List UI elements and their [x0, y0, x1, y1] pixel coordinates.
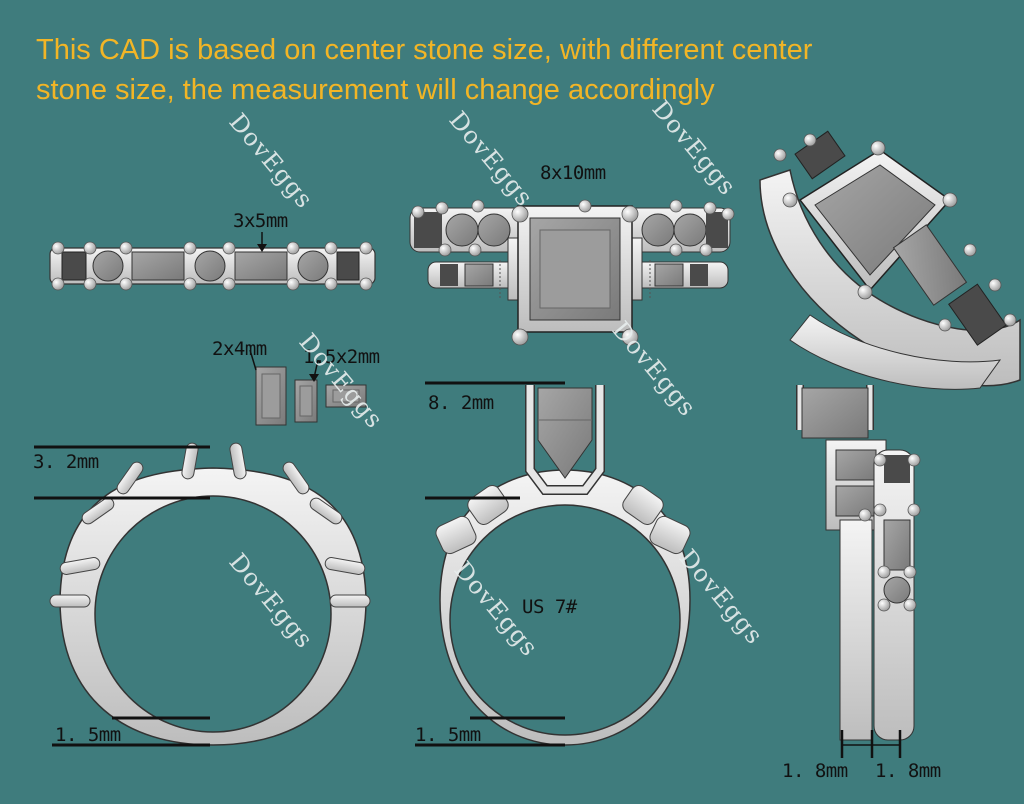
band-height-label: 3. 2mm — [33, 451, 99, 473]
band-top-view — [49, 232, 376, 291]
shank-left-width-label: 1. 8mm — [782, 760, 848, 782]
baguette-stones — [249, 349, 367, 426]
baguette-small-size-label: 1.5x2mm — [303, 346, 380, 368]
notice-text: This CAD is based on center stone size, … — [36, 30, 996, 110]
notice-line-1: This CAD is based on center stone size, … — [36, 34, 813, 66]
band-stone-size-label: 3x5mm — [233, 210, 288, 232]
ring-size-label: US 7# — [522, 596, 577, 618]
notice-line-2: stone size, the measurement will change … — [36, 74, 715, 106]
shank-right-width-label: 1. 8mm — [875, 760, 941, 782]
ring-side-view — [415, 381, 691, 747]
baguette-large-size-label: 2x4mm — [212, 338, 267, 360]
center-height-label: 8. 2mm — [428, 392, 494, 414]
band-width-left-label: 1. 5mm — [55, 724, 121, 746]
band-side-view — [34, 442, 371, 747]
band-width-center-label: 1. 5mm — [415, 724, 481, 746]
profile-view — [796, 385, 921, 758]
set-top-view — [409, 199, 735, 346]
center-stone-size-label: 8x10mm — [540, 162, 606, 184]
perspective-view — [759, 130, 1021, 390]
